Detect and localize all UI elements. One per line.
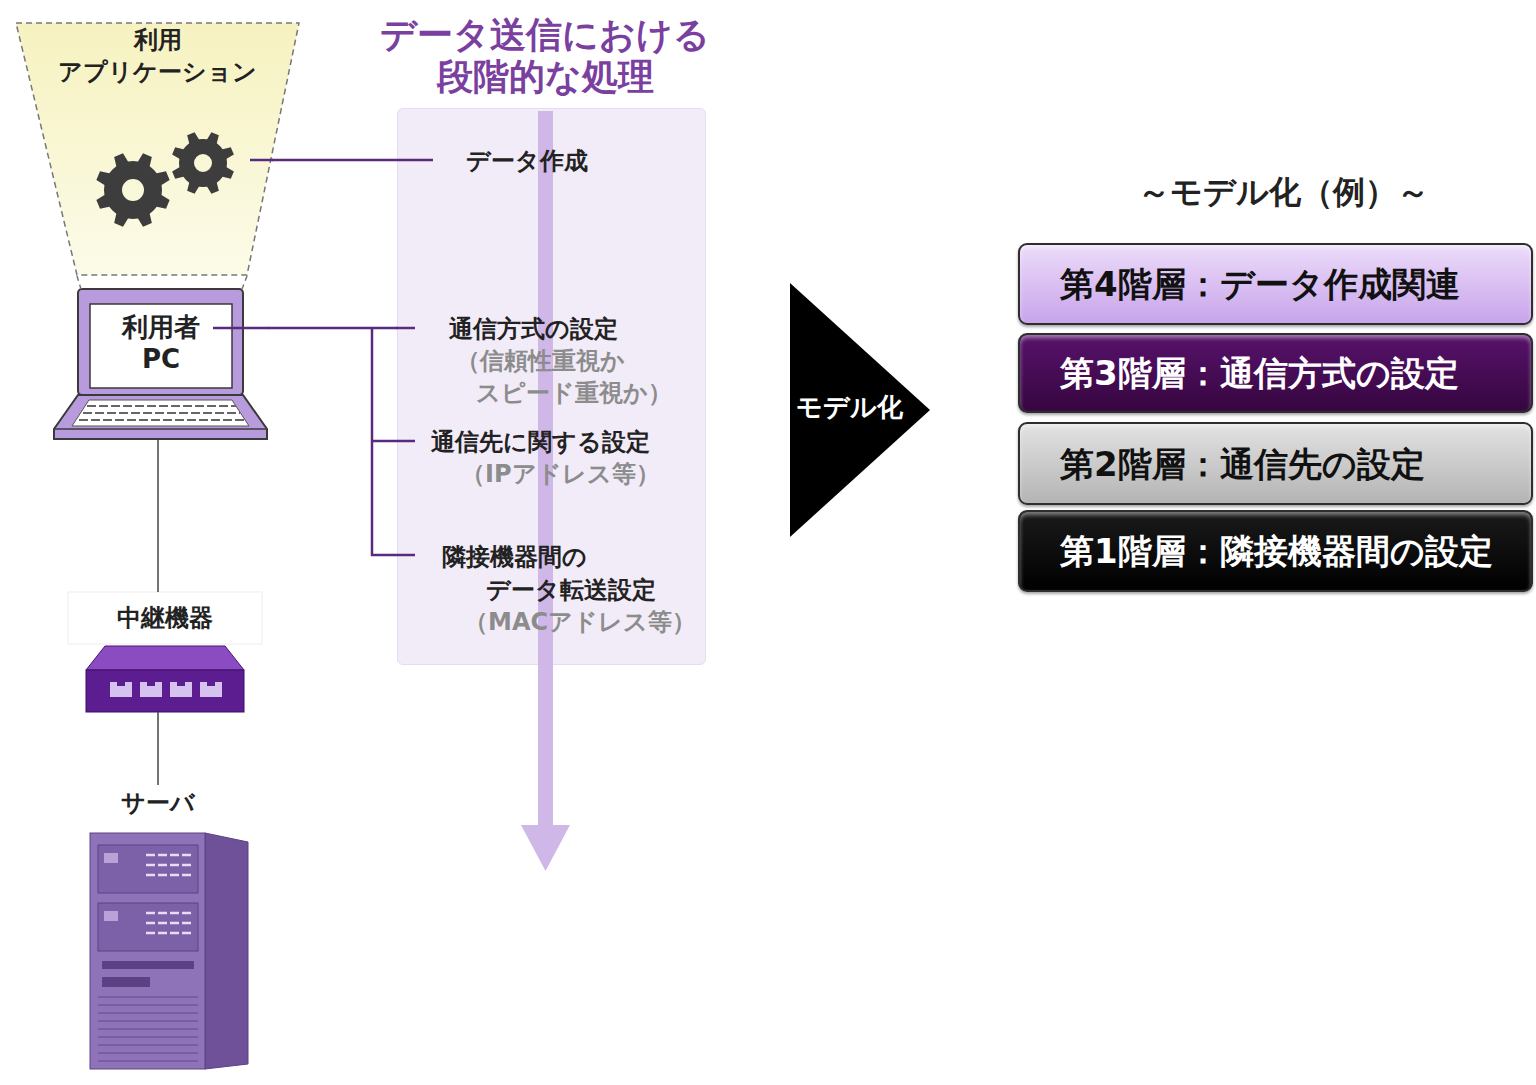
- server-vent: [98, 1036, 198, 1038]
- leader-line: [397, 159, 433, 162]
- step-label: 隣接機器間の データ転送設定: [442, 541, 696, 607]
- pc-label: 利用者 PC: [111, 311, 211, 375]
- step-label: データ作成: [466, 145, 686, 177]
- flow-arrow-head: [521, 825, 570, 871]
- server-device: サーバ: [88, 785, 253, 1075]
- drive-bay: [98, 903, 198, 951]
- layer-label: 第1階層：隣接機器間の設定: [1060, 531, 1530, 571]
- step-note: （信頼性重視か スピード重視か）: [456, 345, 706, 409]
- drive-light: [104, 853, 118, 863]
- drive-bay: [98, 845, 198, 893]
- step-note: （IPアドレス等）: [461, 458, 681, 490]
- laptop-edge: [54, 428, 267, 430]
- connector-line: [157, 712, 159, 785]
- beam-line: [77, 276, 81, 289]
- server-vent: [98, 1020, 198, 1022]
- laptop-screen: [90, 304, 232, 388]
- gear-icon: [96, 153, 169, 226]
- port-notch: [207, 682, 215, 686]
- switch-port: [170, 682, 192, 697]
- drive-vent: [146, 874, 192, 877]
- beam-line: [242, 276, 247, 289]
- connector-line: [268, 327, 397, 330]
- device-label: サーバ: [88, 787, 228, 819]
- step-label: 通信先に関する設定: [431, 426, 691, 458]
- application-beam: 利用 アプリケーション: [15, 22, 300, 277]
- application-label: 利用 アプリケーション: [35, 24, 280, 88]
- connector-line: [157, 440, 159, 592]
- server-vent: [98, 1004, 198, 1006]
- server-front: [90, 833, 205, 1069]
- server-slot: [102, 977, 150, 987]
- drive-light: [104, 911, 118, 921]
- model-arrow-shape: [790, 283, 930, 537]
- layer-box: 第2階層：通信先の設定: [1018, 422, 1533, 505]
- connector-line: [272, 159, 397, 162]
- port-notch: [117, 682, 125, 686]
- switch-port: [200, 682, 222, 697]
- gear-icon: [172, 132, 234, 194]
- keyboard-keys: [79, 419, 244, 421]
- laptop-keyboard: [72, 400, 249, 426]
- drive-vent: [146, 912, 192, 915]
- server-side: [205, 833, 248, 1069]
- layer-label: 第2階層：通信先の設定: [1060, 444, 1530, 484]
- keyboard-keys: [83, 412, 240, 414]
- server-vent: [98, 1044, 198, 1046]
- layer-box: 第1階層：隣接機器間の設定: [1018, 510, 1533, 592]
- model-arrow: モデル化: [790, 283, 930, 537]
- bracket-line: [371, 554, 415, 557]
- step-note: （MACアドレス等）: [464, 606, 694, 638]
- server-vent: [98, 1052, 198, 1054]
- leader-line: [250, 159, 273, 162]
- process-band: データ送信における 段階的な処理データ作成通信方式の設定（信頼性重視か スピード…: [397, 108, 706, 665]
- device-label: 中継機器: [68, 602, 262, 634]
- server-vent: [98, 1060, 198, 1062]
- server-vent: [98, 1012, 198, 1014]
- switch-front: [86, 670, 244, 712]
- leader-line: [396, 327, 415, 330]
- server-device-outline: [88, 785, 253, 1075]
- label-plate: [68, 592, 262, 644]
- layer-box: 第3階層：通信方式の設定: [1018, 333, 1533, 413]
- section-heading: ～モデル化（例）～: [1103, 172, 1463, 212]
- port-notch: [177, 682, 185, 686]
- switch-port: [140, 682, 162, 697]
- process-heading: データ送信における 段階的な処理: [375, 14, 715, 98]
- layer-box: 第4階層：データ作成関連: [1018, 243, 1533, 325]
- laptop-bezel: [78, 289, 243, 395]
- bracket-line: [371, 440, 415, 443]
- keyboard-keys: [87, 405, 236, 407]
- switch-port: [110, 682, 132, 697]
- layer-label: 第3階層：通信方式の設定: [1060, 353, 1530, 393]
- server-vent: [98, 1028, 198, 1030]
- drive-vent: [146, 932, 192, 935]
- layer-label: 第4階層：データ作成関連: [1060, 264, 1530, 304]
- step-label: 通信方式の設定: [449, 313, 689, 345]
- leader-line: [213, 327, 269, 330]
- drive-vent: [146, 922, 192, 925]
- server-slot: [102, 961, 194, 969]
- switch-top: [86, 646, 244, 670]
- drive-vent: [146, 854, 192, 857]
- port-notch: [147, 682, 155, 686]
- arrow-label: モデル化: [796, 391, 916, 423]
- user-pc: 利用者 PC: [53, 288, 268, 440]
- laptop-base: [54, 395, 267, 439]
- server-vent: [98, 996, 198, 998]
- application-beam-shape: [16, 23, 299, 275]
- drive-vent: [146, 864, 192, 867]
- bracket-line: [371, 327, 374, 556]
- relay-device: 中継機器: [68, 592, 262, 712]
